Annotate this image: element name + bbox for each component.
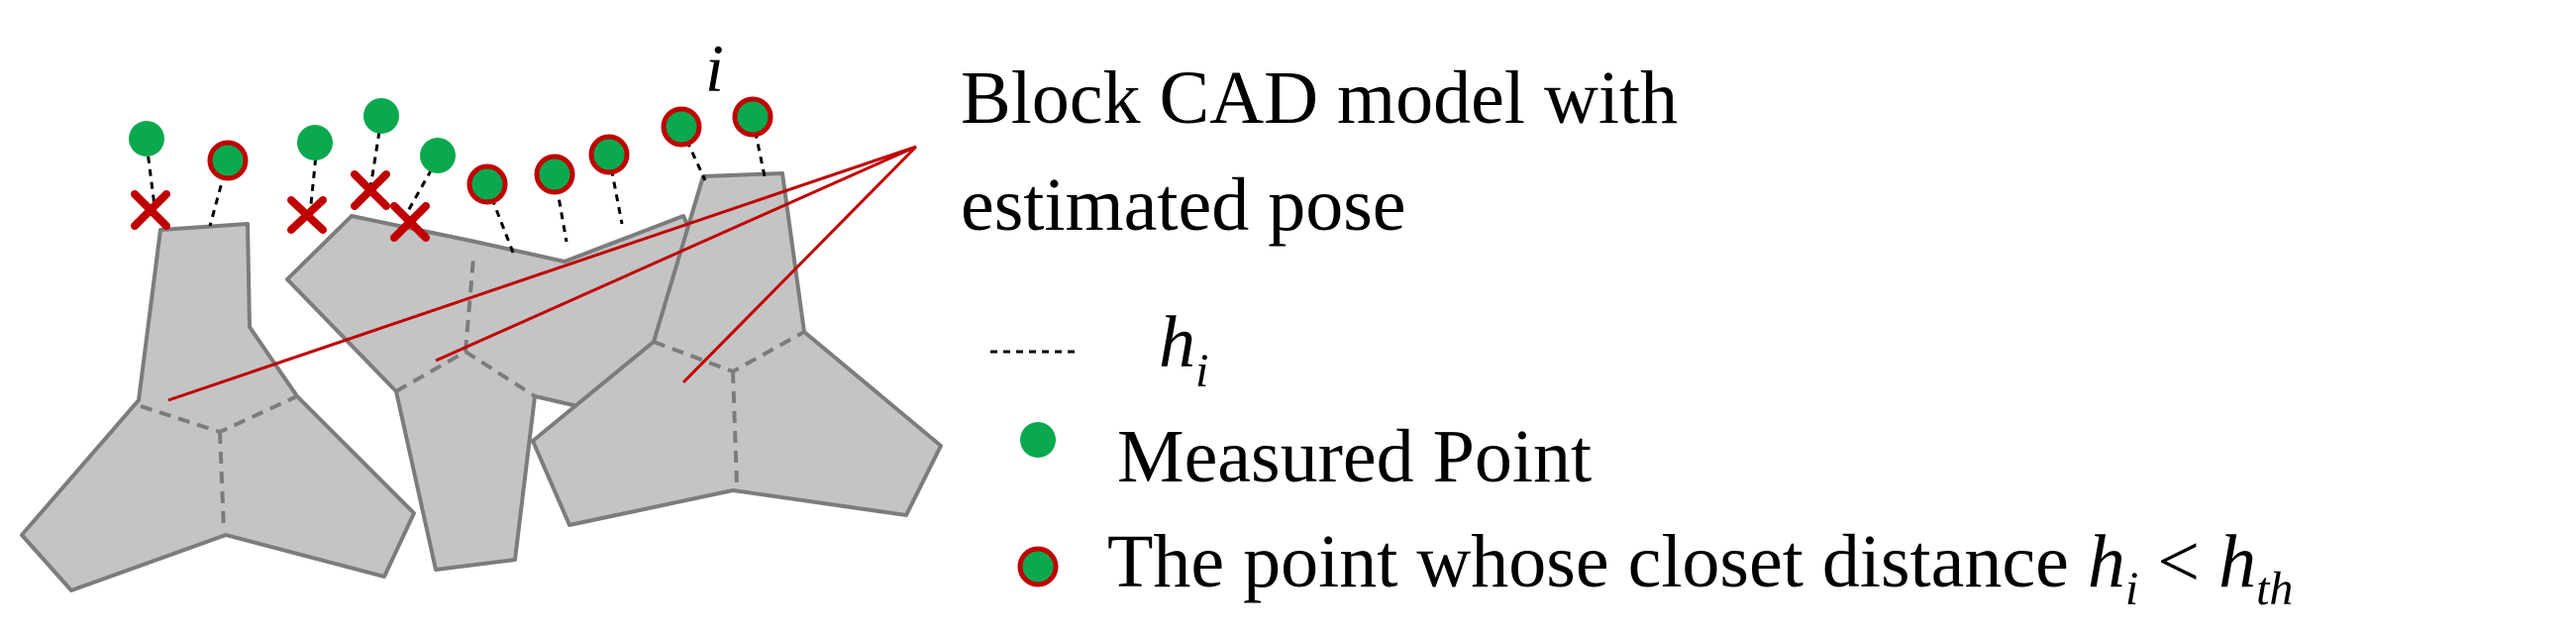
measured-point <box>297 125 333 160</box>
inlier-point <box>588 134 630 175</box>
measured-point <box>129 121 164 157</box>
block-label-line2: estimated pose <box>961 163 1406 247</box>
inlier-point <box>732 96 773 138</box>
pointer-line <box>681 145 918 384</box>
legend-measured-label: Measured Point <box>1117 415 1592 498</box>
rejected-x-mark <box>287 196 327 234</box>
inlier-point <box>534 154 575 195</box>
measured-points <box>129 98 456 173</box>
distance-line <box>553 173 568 243</box>
legend-measured-swatch <box>1020 422 1056 458</box>
inlier-point <box>466 163 508 205</box>
distance-line <box>145 143 156 207</box>
inlier-point <box>207 140 249 181</box>
distance-line <box>607 156 624 225</box>
legend-distance-symbol: hi <box>1159 302 1208 397</box>
distance-line <box>679 128 707 181</box>
legend-inlier-swatch <box>1017 546 1059 587</box>
rejected-x-mark <box>131 190 170 230</box>
inlier-points <box>207 96 773 205</box>
distance-line <box>309 145 319 205</box>
pointer-line <box>435 145 917 363</box>
block-right <box>531 171 943 527</box>
distance-line <box>751 118 767 177</box>
inlier-point <box>661 106 702 148</box>
pointer-line <box>167 145 917 402</box>
measured-point <box>363 98 399 134</box>
measured-point <box>420 138 456 173</box>
rejected-x-mark <box>390 202 430 242</box>
distance-line <box>402 158 440 219</box>
legend: hi Measured Point The point whose closet… <box>990 302 2293 615</box>
block-left <box>20 222 416 592</box>
rejected-x-mark <box>351 170 390 210</box>
distance-line <box>208 159 230 227</box>
point-index-label: i <box>705 31 724 106</box>
legend-inlier-label: The point whose closet distance hi < hth <box>1107 520 2293 615</box>
distance-lines <box>145 118 767 259</box>
block-pointers <box>167 145 918 402</box>
block-label-line1: Block CAD model with <box>961 56 1678 140</box>
rejected-marks <box>131 170 430 242</box>
